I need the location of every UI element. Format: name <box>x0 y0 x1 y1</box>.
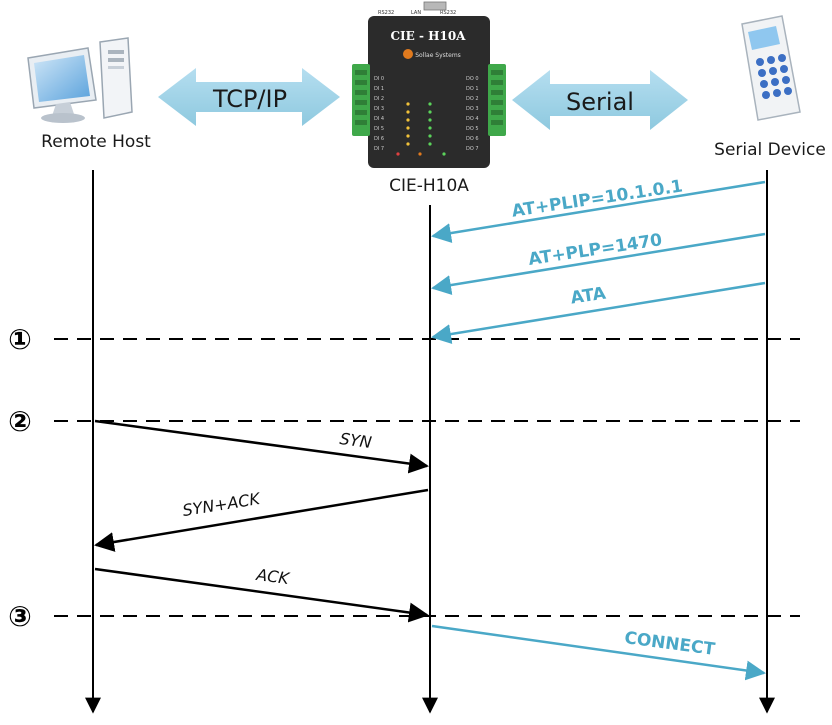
desktop-computer-icon <box>27 37 133 123</box>
serial-device-label: Serial Device <box>714 140 826 160</box>
plp-arrow <box>431 232 766 295</box>
tcp-ip-arrow: TCP/IP <box>158 68 340 126</box>
svg-text:DO 1: DO 1 <box>466 86 479 92</box>
svg-text:DI 5: DI 5 <box>374 126 384 132</box>
device-face-title: CIE - H10A <box>391 29 467 43</box>
device-face-brand: Sollae Systems <box>415 52 461 59</box>
svg-text:DI 1: DI 1 <box>374 86 384 92</box>
svg-text:DI 3: DI 3 <box>374 106 384 112</box>
svg-text:DI 2: DI 2 <box>374 96 384 102</box>
svg-text:DI 6: DI 6 <box>374 136 384 142</box>
serial-arrow: Serial <box>512 70 688 130</box>
step-3-marker: ③ <box>8 600 32 633</box>
device-label: CIE-H10A <box>389 176 469 196</box>
syn-message: SYN <box>339 429 373 452</box>
cie-h10a-device-icon: RS232 LAN RS232 CIE - H10A Sollae System… <box>352 1 506 168</box>
serial-label: Serial <box>566 88 634 116</box>
synack-arrow <box>94 488 429 552</box>
ata-arrow <box>431 281 766 344</box>
svg-text:DI 7: DI 7 <box>374 146 384 152</box>
svg-text:LAN: LAN <box>411 10 421 16</box>
svg-text:DO 3: DO 3 <box>466 106 479 112</box>
svg-text:RS232: RS232 <box>440 10 456 16</box>
ack-arrow <box>94 567 429 623</box>
syn-arrow <box>94 419 429 474</box>
svg-text:DI 4: DI 4 <box>374 116 384 122</box>
svg-text:DI 0: DI 0 <box>374 76 384 82</box>
plip-arrow <box>431 180 766 243</box>
plp-message: AT+PLP=1470 <box>527 230 664 270</box>
plip-message: AT+PLIP=10.1.0.1 <box>510 176 684 221</box>
svg-text:DO 2: DO 2 <box>466 96 479 102</box>
svg-text:DO 4: DO 4 <box>466 116 479 122</box>
step-1-marker: ① <box>8 323 32 356</box>
remote-host-label: Remote Host <box>41 132 151 152</box>
svg-text:DO 0: DO 0 <box>466 76 479 82</box>
connect-arrow <box>431 624 766 681</box>
ata-message: ATA <box>569 283 608 308</box>
svg-text:RS232: RS232 <box>378 10 394 16</box>
step-2-marker: ② <box>8 405 32 438</box>
svg-text:DO 7: DO 7 <box>466 146 479 152</box>
tcp-ip-label: TCP/IP <box>212 85 287 113</box>
ack-message: ACK <box>254 565 291 588</box>
keypad-device-icon <box>741 15 801 121</box>
svg-text:DO 5: DO 5 <box>466 126 479 132</box>
synack-message: SYN+ACK <box>181 489 262 520</box>
svg-text:DO 6: DO 6 <box>466 136 479 142</box>
